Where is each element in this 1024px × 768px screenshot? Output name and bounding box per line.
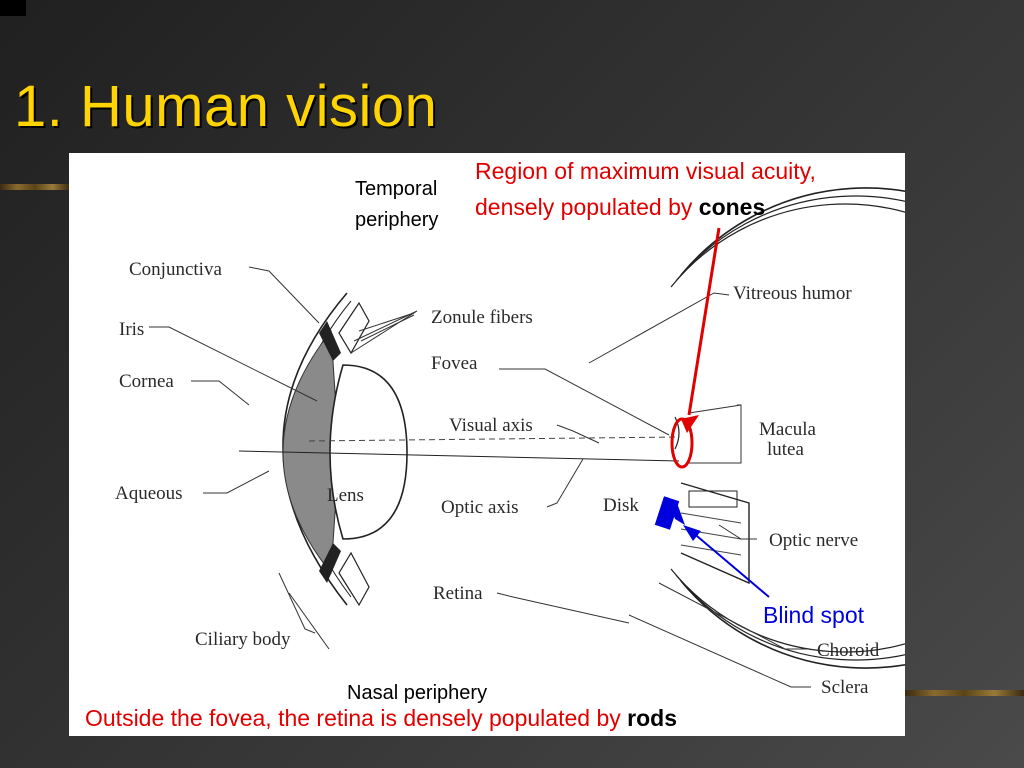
annotation-acuity-line1: Region of maximum visual acuity,: [475, 158, 816, 184]
label-macula-2: lutea: [767, 439, 804, 460]
iris-leader: [149, 326, 318, 402]
label-fovea: Fovea: [431, 353, 478, 374]
visual-axis-line: [308, 436, 680, 442]
fovea-pit: [674, 416, 680, 450]
vitreous-leader: [588, 292, 730, 364]
optic-nerve: [680, 482, 750, 585]
annotation-acuity-text: densely populated by: [475, 194, 699, 220]
visual-axis-leader: [556, 424, 600, 444]
zonule-fiber-2: [360, 314, 415, 342]
annotation-acuity-cones: cones: [699, 194, 765, 220]
corner-block: [0, 0, 26, 16]
fovea-arrowhead: [681, 415, 699, 433]
sclera-leader: [628, 614, 811, 688]
decorative-rule-right: [905, 690, 1024, 696]
annotation-blind-spot: Blind spot: [763, 602, 865, 628]
label-conjunctiva: Conjunctiva: [129, 259, 222, 280]
label-macula-1: Macula: [759, 419, 817, 440]
macula-bracket: [688, 404, 742, 464]
lens: [329, 364, 408, 540]
annotation-outside: Outside the fovea, the retina is densely…: [85, 705, 677, 731]
label-vitreous: Vitreous humor: [733, 283, 852, 304]
slide-title: 1. Human vision: [14, 74, 438, 139]
ciliary-body-lower: [338, 551, 370, 607]
label-temporal-1: Temporal: [355, 178, 437, 200]
aqueous-leader: [203, 470, 270, 494]
annotation-acuity-line2: densely populated by cones: [475, 194, 765, 220]
label-lens: Lens: [327, 485, 364, 506]
label-aqueous: Aqueous: [115, 483, 183, 504]
optic-axis-leader: [546, 458, 584, 508]
conjunctiva-leader: [248, 266, 320, 324]
ciliary-leader: [278, 572, 316, 634]
blind-spot-arrowhead: [683, 525, 701, 541]
optic-nerve-leader: [718, 524, 757, 540]
label-iris: Iris: [119, 319, 144, 340]
sclera-outline: [680, 187, 905, 669]
retina-outline: [670, 203, 905, 653]
fovea-arrow: [687, 227, 721, 416]
fovea-leader: [499, 368, 670, 436]
label-choroid: Choroid: [817, 640, 880, 661]
label-optic-axis: Optic axis: [441, 497, 519, 518]
retina-leader: [496, 592, 630, 624]
label-visual-axis: Visual axis: [449, 415, 533, 436]
iris-upper: [319, 321, 341, 361]
label-sclera: Sclera: [821, 677, 869, 698]
zonule-fiber-1: [358, 312, 415, 332]
label-retina: Retina: [433, 583, 483, 604]
label-zonule: Zonule fibers: [431, 307, 533, 328]
label-cornea: Cornea: [119, 371, 174, 392]
eye-diagram: Temporal periphery Conjunctiva Iris Corn…: [69, 153, 905, 736]
optic-nerve-sheath: [688, 490, 738, 508]
blind-spot-block: [654, 496, 680, 530]
choroid-leader: [658, 582, 807, 650]
label-ciliary: Ciliary body: [195, 629, 291, 650]
ciliary-leader-2: [288, 592, 330, 650]
label-disk: Disk: [603, 495, 639, 516]
iris-lower: [319, 543, 341, 583]
annotation-outside-rods: rods: [627, 705, 677, 731]
annotation-outside-text: Outside the fovea, the retina is densely…: [85, 705, 627, 731]
label-optic-nerve: Optic nerve: [769, 530, 858, 551]
optic-axis-line: [238, 450, 680, 462]
eye-diagram-svg: Temporal periphery Conjunctiva Iris Corn…: [85, 158, 905, 731]
decorative-rule-left: [0, 184, 70, 190]
label-nasal: Nasal periphery: [347, 682, 487, 704]
ciliary-body-upper: [338, 301, 370, 355]
blind-spot-arrow: [690, 530, 770, 598]
zonule-leader: [350, 310, 418, 354]
cornea-leader: [191, 380, 250, 406]
label-temporal-2: periphery: [355, 209, 438, 231]
choroid-outline: [675, 195, 905, 661]
